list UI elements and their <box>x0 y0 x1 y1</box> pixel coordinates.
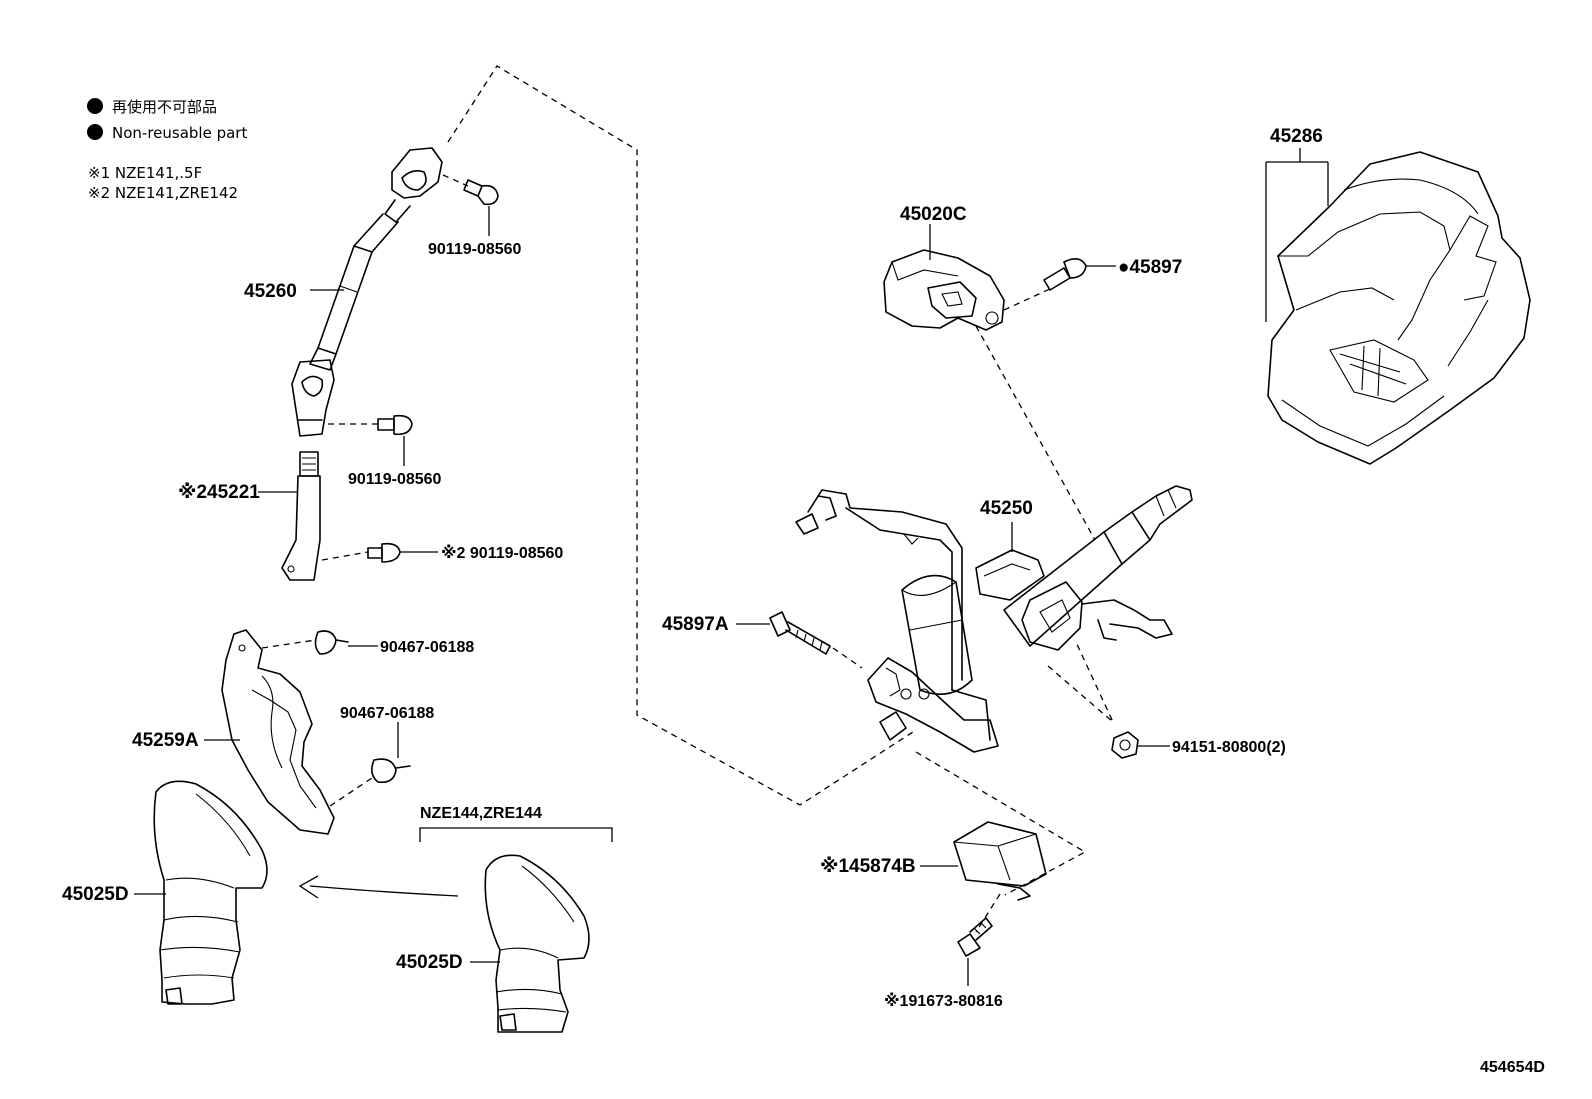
part-label-94151-80800: 94151-80800(2) <box>1172 739 1286 756</box>
bolt-90119-08560-lower <box>321 542 401 563</box>
clip-90467-06188-lower <box>329 758 411 807</box>
part-label-45259A: 45259A <box>132 730 199 751</box>
non-reusable-bullet-icon <box>87 98 103 114</box>
boot-45025D-right <box>484 854 590 1033</box>
part-label-91673-80816: ※191673-80816 <box>884 992 1003 1010</box>
legend-label-ja: 再使用不可部品 <box>112 98 217 116</box>
shaft-45221 <box>281 451 321 581</box>
cover-45874B <box>953 821 1047 901</box>
part-label-45221: ※245221 <box>178 482 260 503</box>
bolt-90119-08560-middle <box>328 414 413 436</box>
assembly-boundary <box>447 65 1114 896</box>
intermediate-shaft-45260 <box>291 147 443 437</box>
legend-note-2: ※2 NZE141,ZRE142 <box>88 184 238 202</box>
part-label-90119-08560-upper: 90119-08560 <box>428 241 522 258</box>
part-label-45260: 45260 <box>244 281 297 302</box>
legend-note-1: ※1 NZE141,.5F <box>88 164 202 182</box>
hole-cover-45259A <box>221 629 335 835</box>
part-label-45286: 45286 <box>1270 126 1323 147</box>
bolt-45897 <box>1043 258 1087 291</box>
part-label-45020C: 45020C <box>900 204 967 225</box>
clip-90467-06188-upper <box>261 630 349 655</box>
boot-45025D-left <box>153 780 268 1005</box>
variant-bracket <box>419 827 613 842</box>
part-label-90119-08560-middle: 90119-08560 <box>348 471 442 488</box>
nut-94151-80800 <box>1111 731 1139 759</box>
part-label-90119-08560-lower: ※2 90119-08560 <box>441 544 563 562</box>
diagram-id: 454654D <box>1480 1059 1545 1076</box>
bolt-90119-08560-upper <box>442 174 499 206</box>
column-cover-45286 <box>1267 151 1531 465</box>
part-label-45897: ●45897 <box>1118 257 1182 278</box>
part-label-45025D-left: 45025D <box>62 884 129 905</box>
part-label-90467-06188-lower: 90467-06188 <box>340 705 434 722</box>
legend: 再使用不可部品 Non-reusable part ※1 NZE141,.5F … <box>87 98 247 202</box>
bolt-45897A <box>769 611 831 655</box>
non-reusable-bullet-icon <box>87 124 103 140</box>
legend-label-en: Non-reusable part <box>112 124 247 142</box>
part-label-45250: 45250 <box>980 498 1033 519</box>
bolt-91673-80816 <box>957 893 1001 957</box>
part-label-90467-06188-upper: 90467-06188 <box>380 639 474 656</box>
part-label-45874B: ※145874B <box>820 856 916 877</box>
part-label-45025D-right: 45025D <box>396 952 463 973</box>
replacement-arrow-icon <box>298 875 459 899</box>
part-label-45897A: 45897A <box>662 614 729 635</box>
steering-lock-45020C <box>883 249 1005 331</box>
variant-bracket-label: NZE144,ZRE144 <box>420 805 542 822</box>
steering-column-45250 <box>795 485 1193 753</box>
